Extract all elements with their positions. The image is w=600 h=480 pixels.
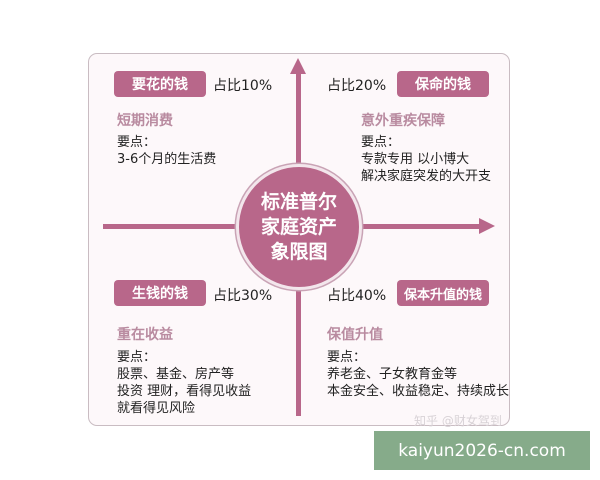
- points-spending: 要点： 3-6个月的生活费: [117, 134, 216, 168]
- arrow-up-icon: [290, 58, 306, 74]
- tag-preservation-money: 保本升值的钱: [397, 280, 489, 306]
- points-preservation: 要点： 养老金、子女教育金等 本金安全、收益稳定、持续成长: [327, 349, 509, 400]
- center-line: 标准普尔: [260, 190, 337, 213]
- points-earning: 要点： 股票、基金、房产等 投资 理财，看得见收益 就看得见风险: [117, 349, 251, 417]
- point: 投资 理财，看得见收益: [117, 384, 252, 399]
- point: 就看得见风险: [117, 401, 196, 416]
- share-earning: 占比30%: [213, 288, 273, 304]
- subtitle-preservation: 保值升值: [327, 327, 383, 343]
- points-protection: 要点： 专款专用 以小博大 解决家庭突发的大开支: [361, 134, 491, 185]
- share-preservation: 占比40%: [327, 288, 387, 304]
- point: 养老金、子女教育金等: [327, 367, 458, 382]
- tag-protection-money: 保命的钱: [397, 71, 489, 97]
- points-label: 要点：: [117, 350, 157, 365]
- share-protection: 占比20%: [327, 78, 387, 94]
- point: 本金安全、收益稳定、持续成长: [327, 384, 510, 399]
- watermark: 知乎 @财女驾到: [414, 414, 502, 428]
- point: 专款专用 以小博大: [361, 152, 470, 167]
- points-label: 要点：: [361, 135, 401, 150]
- center-title: 标准普尔 家庭资产 象限图: [236, 164, 362, 290]
- points-label: 要点：: [117, 135, 157, 150]
- point: 解决家庭突发的大开支: [361, 169, 492, 184]
- point: 3-6个月的生活费: [117, 152, 217, 167]
- tag-earning-money: 生钱的钱: [114, 280, 206, 306]
- points-label: 要点：: [327, 350, 367, 365]
- subtitle-spending: 短期消费: [117, 113, 173, 129]
- center-line: 家庭资产: [260, 215, 337, 238]
- point: 股票、基金、房产等: [117, 367, 235, 382]
- center-line: 象限图: [270, 240, 328, 263]
- subtitle-earning: 重在收益: [117, 327, 173, 343]
- arrow-right-icon: [479, 218, 495, 234]
- share-spending: 占比10%: [213, 78, 273, 94]
- subtitle-protection: 意外重疾保障: [361, 113, 445, 129]
- site-banner[interactable]: kaiyun2026-cn.com: [374, 431, 590, 470]
- tag-spending-money: 要花的钱: [114, 71, 206, 97]
